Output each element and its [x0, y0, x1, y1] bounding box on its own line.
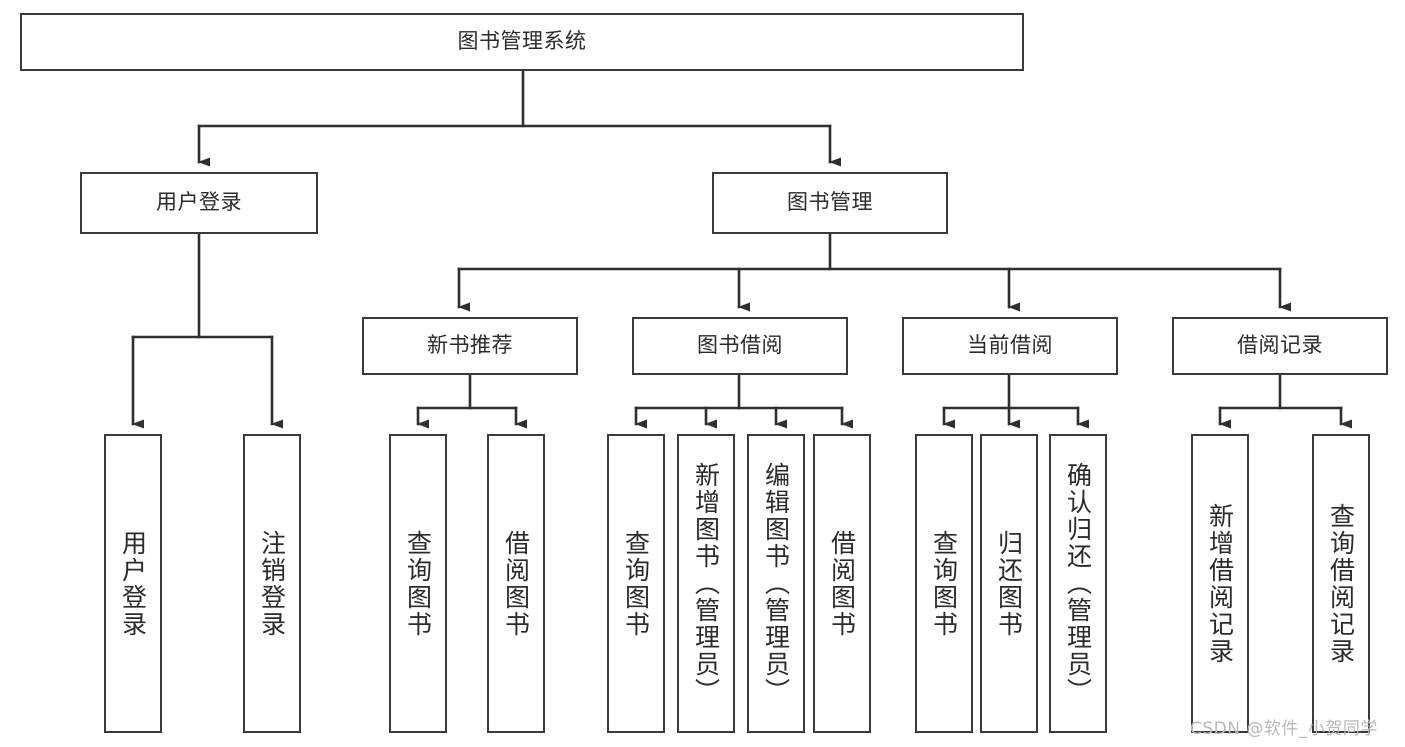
leaf-query-borrow-record[interactable]: 查询借阅记录 — [1312, 434, 1370, 733]
leaf-query-book-current[interactable]: 查询图书 — [915, 434, 973, 733]
node-label: 新增借阅记录 — [1205, 502, 1235, 665]
leaf-borrow-book-recommend[interactable]: 借阅图书 — [487, 434, 545, 733]
node-label: 用户登录 — [156, 190, 242, 215]
leaf-edit-book-admin[interactable]: 编辑图书（管理员） — [747, 434, 805, 733]
node-label: 注销登录 — [257, 529, 287, 638]
node-book-borrow[interactable]: 图书借阅 — [632, 317, 848, 375]
node-label: 查询图书 — [621, 529, 651, 638]
leaf-add-book-admin[interactable]: 新增图书（管理员） — [677, 434, 735, 733]
node-book-management[interactable]: 图书管理 — [712, 172, 948, 234]
node-label: 借阅记录 — [1237, 333, 1323, 358]
node-label: 查询图书 — [929, 529, 959, 638]
node-label: 编辑图书（管理员） — [761, 462, 791, 705]
node-user-login[interactable]: 用户登录 — [80, 172, 318, 234]
node-label: 查询借阅记录 — [1326, 502, 1356, 665]
node-label: 图书管理 — [787, 190, 873, 215]
leaf-add-borrow-record[interactable]: 新增借阅记录 — [1191, 434, 1249, 733]
leaf-query-book-recommend[interactable]: 查询图书 — [389, 434, 447, 733]
leaf-user-login[interactable]: 用户登录 — [104, 434, 162, 733]
node-borrow-record[interactable]: 借阅记录 — [1172, 317, 1388, 375]
node-label: 借阅图书 — [501, 529, 531, 638]
node-current-borrow[interactable]: 当前借阅 — [902, 317, 1118, 375]
node-label: 图书管理系统 — [457, 29, 587, 54]
node-new-book-recommend[interactable]: 新书推荐 — [362, 317, 578, 375]
leaf-confirm-return-admin[interactable]: 确认归还（管理员） — [1049, 434, 1107, 733]
node-root-system[interactable]: 图书管理系统 — [20, 13, 1024, 71]
node-label: 当前借阅 — [967, 333, 1053, 358]
leaf-logout[interactable]: 注销登录 — [243, 434, 301, 733]
leaf-borrow-book[interactable]: 借阅图书 — [813, 434, 871, 733]
node-label: 归还图书 — [994, 529, 1024, 638]
node-label: 借阅图书 — [827, 529, 857, 638]
node-label: 用户登录 — [118, 529, 148, 638]
node-label: 确认归还（管理员） — [1063, 462, 1093, 705]
leaf-query-book-borrow[interactable]: 查询图书 — [607, 434, 665, 733]
watermark-text: CSDN @软件_小贺同学 — [1190, 719, 1378, 739]
node-label: 图书借阅 — [697, 333, 783, 358]
node-label: 查询图书 — [403, 529, 433, 638]
node-label: 新书推荐 — [427, 333, 513, 358]
leaf-return-book[interactable]: 归还图书 — [980, 434, 1038, 733]
node-label: 新增图书（管理员） — [691, 462, 721, 705]
